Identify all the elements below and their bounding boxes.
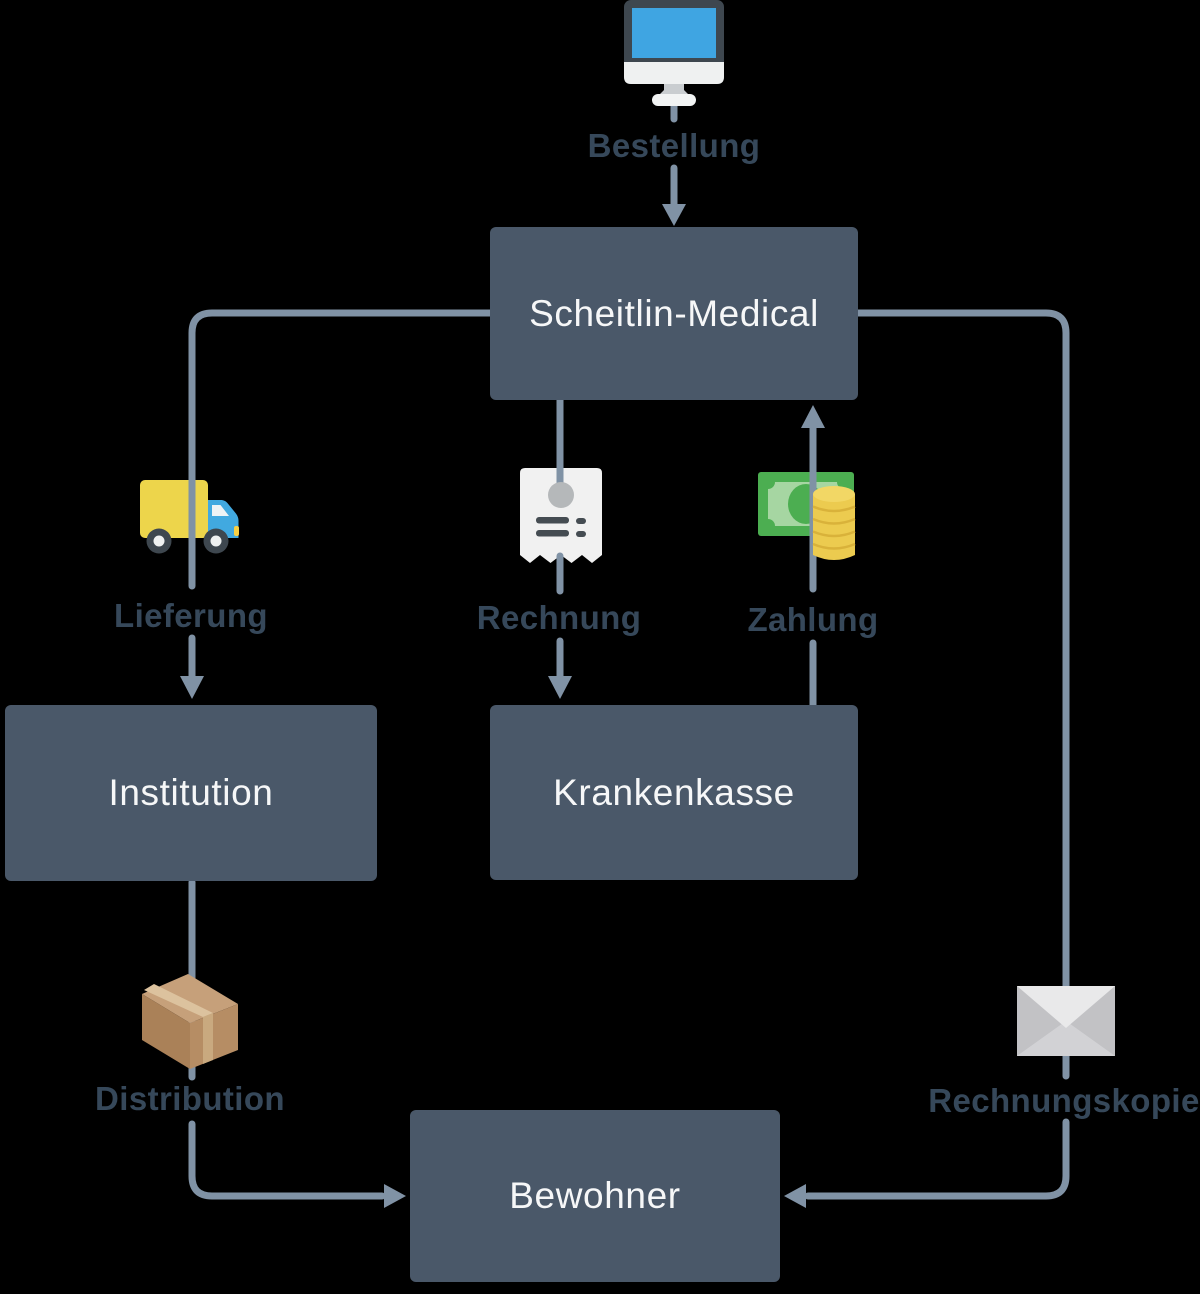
package-icon <box>142 974 238 1069</box>
computer-icon <box>624 0 724 106</box>
arrowhead-bestellung <box>662 204 686 226</box>
edge-rechnungskopie-line-top <box>854 309 1070 1080</box>
edge-label-lieferung: Lieferung <box>114 597 268 634</box>
edge-label-rechnungskopie: Rechnungskopie <box>928 1082 1200 1119</box>
node-bewohner: Bewohner <box>410 1110 780 1282</box>
coin-stack-icon <box>812 486 856 560</box>
arrowhead-distribution <box>384 1184 406 1208</box>
envelope-icon <box>1017 986 1115 1056</box>
arrowhead-lieferung <box>180 676 204 699</box>
node-scheitlin-medical: Scheitlin-Medical <box>490 227 858 400</box>
arrowhead-zahlung <box>801 405 825 428</box>
edge-label-rechnung: Rechnung <box>476 599 642 636</box>
arrowhead-rechnungskopie <box>784 1184 806 1208</box>
arrowhead-rechnung <box>548 676 572 699</box>
edge-label-bestellung: Bestellung <box>587 127 761 164</box>
receipt-icon <box>520 468 602 563</box>
edge-distribution-line-bottom <box>188 1120 386 1200</box>
edge-lieferung-line-top <box>188 309 494 590</box>
truck-icon <box>140 480 239 554</box>
edge-label-zahlung: Zahlung <box>747 601 879 638</box>
node-krankenkasse: Krankenkasse <box>490 705 858 880</box>
edge-label-distribution: Distribution <box>95 1080 285 1117</box>
node-institution: Institution <box>5 705 377 881</box>
receipt-detail-icon <box>536 482 586 537</box>
edge-rechnungskopie-line-bottom <box>804 1118 1070 1200</box>
